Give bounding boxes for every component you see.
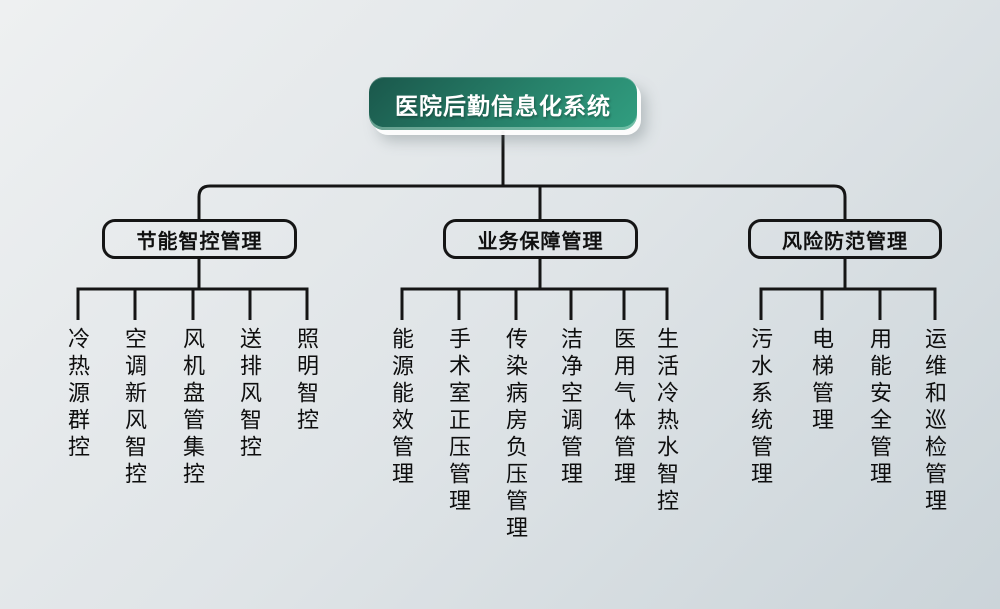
- branch-node-label: 节能智控管理: [136, 230, 263, 253]
- root-node: 医院后勤信息化系统: [369, 77, 637, 130]
- leaf-node: 用能安全管理: [867, 327, 892, 489]
- connector-group3-bus: [759, 287, 937, 320]
- branch-node-risk-prevention: 风险防范管理: [748, 219, 942, 259]
- leaf-node: 医用气体管理: [611, 327, 636, 489]
- branch-node-label: 业务保障管理: [477, 230, 604, 253]
- leaf-node: 冷热源群控: [65, 327, 90, 462]
- leaf-node: 污水系统管理: [748, 327, 773, 489]
- leaf-node: 能源能效管理: [389, 327, 414, 489]
- branch-node-label: 风险防范管理: [782, 230, 908, 253]
- leaf-node: 洁净空调管理: [558, 327, 583, 489]
- connector-top-bus: [197, 184, 847, 219]
- leaf-node: 运维和巡检管理: [922, 327, 947, 516]
- leaf-node: 手术室正压管理: [446, 327, 471, 516]
- leaf-node: 生活冷热水智控: [654, 327, 679, 516]
- leaf-node: 空调新风智控: [122, 327, 147, 489]
- leaf-node: 送排风智控: [237, 327, 262, 462]
- leaf-node: 传染病房负压管理: [503, 327, 528, 543]
- leaf-node: 照明智控: [294, 327, 319, 435]
- branch-node-service-guarantee: 业务保障管理: [443, 219, 638, 259]
- root-node-label: 医院后勤信息化系统: [395, 92, 611, 119]
- leaf-node: 风机盘管集控: [180, 327, 205, 489]
- branch-node-energy-saving: 节能智控管理: [102, 219, 297, 259]
- connector-group2-bus: [400, 287, 669, 320]
- leaf-node: 电梯管理: [809, 327, 834, 435]
